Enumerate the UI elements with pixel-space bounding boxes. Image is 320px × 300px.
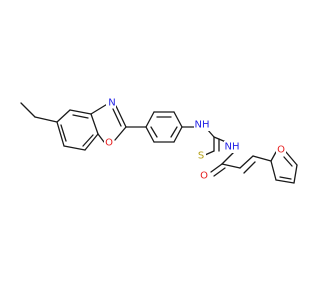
molecule-structure-diagram: N O NH NH S O O <box>20 96 298 184</box>
atom-label-o-oxazole: O <box>105 138 113 149</box>
atom-o-oxazole: O <box>104 137 114 149</box>
atom-s-thiourea: S <box>196 150 206 162</box>
atom-o-carbonyl: O <box>199 170 209 182</box>
atom-nh-thiourea-1: NH <box>194 119 210 131</box>
atom-label-s-thiourea: S <box>198 151 204 162</box>
bond-lines <box>20 102 298 184</box>
atom-label-nh-thiourea-2: NH <box>225 142 240 153</box>
atom-n-oxazole: N <box>106 96 116 109</box>
atom-label-n-oxazole: N <box>108 98 115 109</box>
atom-o-furan: O <box>276 144 286 156</box>
atom-label-o-carbonyl: O <box>200 171 208 182</box>
atom-nh-thiourea-2: NH <box>224 141 240 153</box>
atom-label-nh-thiourea-1: NH <box>195 120 210 131</box>
atom-label-o-furan: O <box>277 145 285 156</box>
